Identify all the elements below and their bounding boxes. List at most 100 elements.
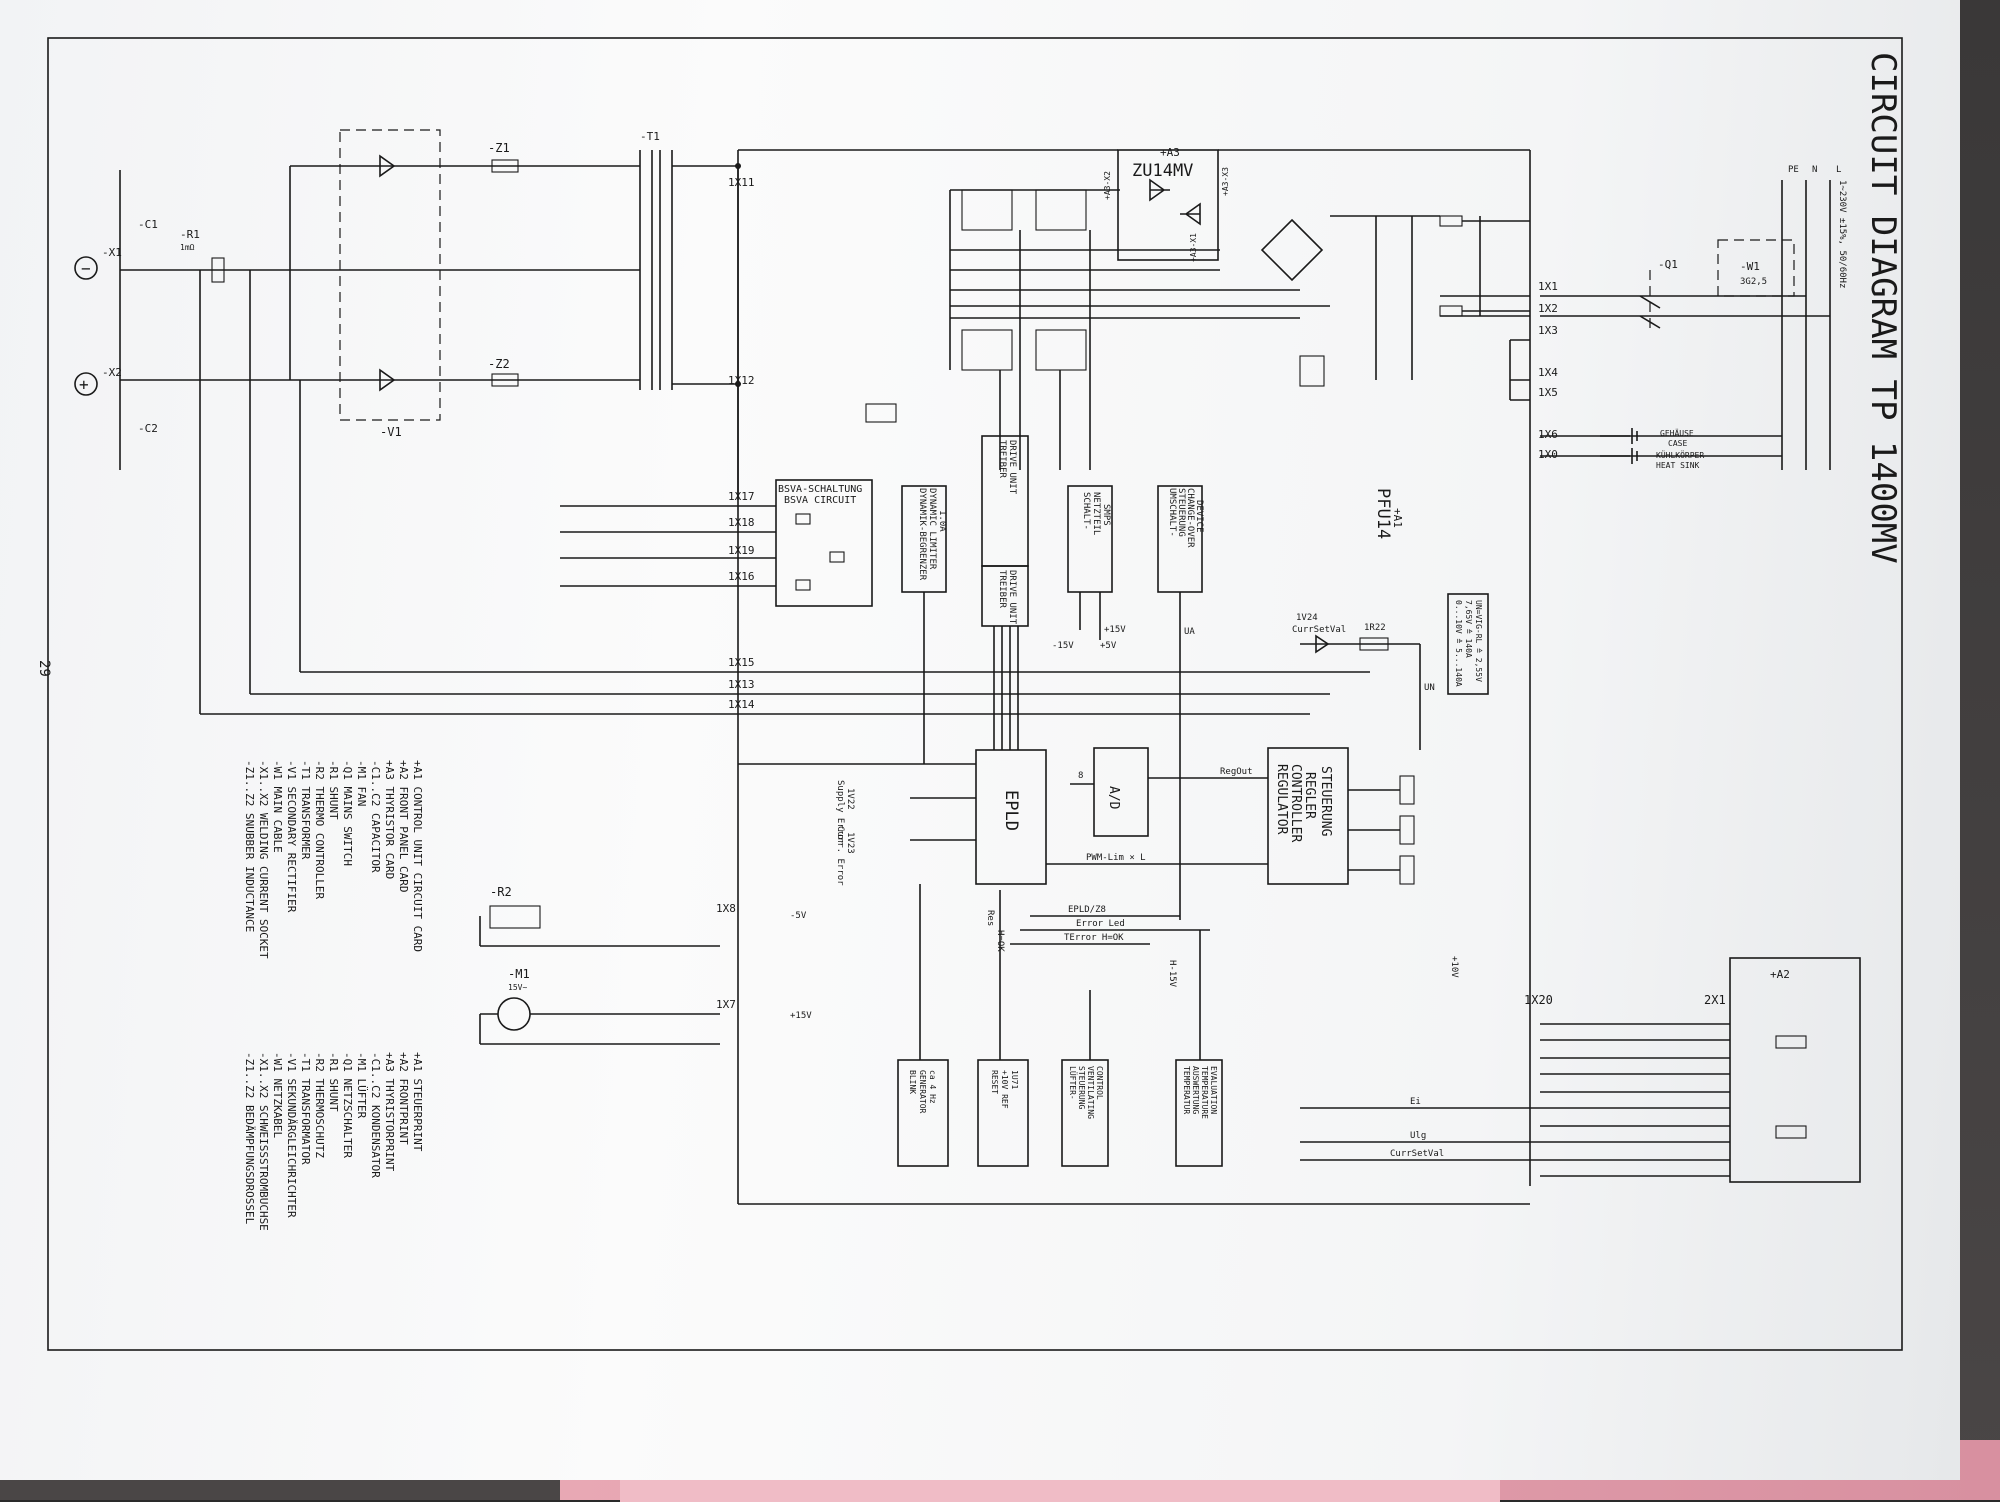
svg-text:VENTILATING: VENTILATING [1086, 1066, 1095, 1119]
epld-block: EPLD 1V22 Supply Error 1V23 Curr. Error [738, 749, 1047, 886]
svg-text:+A1 CONTROL UNIT CIRCUIT CARD: +A1 CONTROL UNIT CIRCUIT CARD [411, 760, 424, 952]
svg-text:REGLER: REGLER [1302, 772, 1317, 819]
svg-text:-V1 SEKUNDÄRGLEICHRICHTER: -V1 SEKUNDÄRGLEICHRICHTER [285, 1052, 298, 1218]
svg-text:1X0: 1X0 [1538, 448, 1558, 461]
svg-text:1X19: 1X19 [728, 544, 755, 557]
shunt-r1: -R1 [180, 228, 200, 241]
svg-text:1X2: 1X2 [1538, 302, 1558, 315]
svg-text:Supply Error: Supply Error [835, 780, 845, 846]
mains-section: L N PE 1~230V ±15%, 50/60Hz -W1 3G2,5 -Q… [1540, 165, 1847, 470]
svg-text:N: N [1812, 165, 1817, 175]
svg-text:BSVA CIRCUIT: BSVA CIRCUIT [784, 495, 856, 506]
svg-text:-C1..C2 KONDENSATOR: -C1..C2 KONDENSATOR [369, 1052, 382, 1178]
svg-text:1V24: 1V24 [1296, 613, 1318, 623]
svg-text:REGULATOR: REGULATOR [1274, 764, 1289, 835]
svg-text:-R2 THERMOSCHUTZ: -R2 THERMOSCHUTZ [313, 1052, 326, 1158]
svg-text:1V22: 1V22 [845, 788, 855, 810]
svg-text:HEAT SINK: HEAT SINK [1656, 461, 1700, 470]
svg-text:CHANGE-OVER: CHANGE-OVER [1185, 488, 1195, 548]
svg-text:PWM-Lim × L: PWM-Lim × L [1086, 853, 1146, 863]
svg-text:ca 4 Hz: ca 4 Hz [928, 1070, 937, 1104]
svg-text:1X4: 1X4 [1538, 366, 1558, 379]
svg-text:+A3 THYRISTORPRINT: +A3 THYRISTORPRINT [383, 1052, 396, 1172]
svg-text:8: 8 [1078, 771, 1083, 781]
svg-text:Curr. Error: Curr. Error [835, 826, 845, 886]
svg-text:+A2 FRONTPRINT: +A2 FRONTPRINT [397, 1052, 410, 1145]
svg-text:BSVA-SCHALTUNG: BSVA-SCHALTUNG [778, 484, 862, 495]
front-panel-a2: +A2 [1770, 968, 1790, 981]
svg-text:DRIVE UNIT: DRIVE UNIT [1007, 570, 1017, 625]
svg-text:EPLD: EPLD [1001, 790, 1021, 831]
svg-text:Ei: Ei [1410, 1097, 1421, 1107]
svg-text:1X7: 1X7 [716, 998, 736, 1011]
svg-text:UMSCHALT-: UMSCHALT- [1167, 488, 1177, 537]
svg-text:DYNAMIK-BEGRENZER: DYNAMIK-BEGRENZER [917, 488, 927, 581]
svg-text:+A3 THYRISTOR CARD: +A3 THYRISTOR CARD [383, 760, 396, 879]
svg-text:1mΩ: 1mΩ [180, 243, 195, 252]
svg-text:-T1: -T1 [640, 130, 660, 143]
svg-text:CurrSetVal: CurrSetVal [1390, 1149, 1444, 1159]
svg-text:UN=VIG-RL ≙ 2,55V: UN=VIG-RL ≙ 2,55V [1474, 600, 1483, 682]
svg-text:STEUERUNG: STEUERUNG [1077, 1066, 1086, 1110]
socket-x2: -X2 [102, 366, 122, 379]
svg-text:UA: UA [1184, 627, 1195, 637]
svg-text:1U71: 1U71 [1010, 1070, 1019, 1089]
svg-text:BLINK: BLINK [908, 1070, 917, 1094]
svg-text:-M1 FAN: -M1 FAN [355, 760, 368, 806]
legend-german: +A1 STEUERPRINT +A2 FRONTPRINT +A3 THYRI… [243, 1052, 424, 1231]
transformer-t1: -T1 [639, 130, 739, 390]
fan-m1: -M1 [508, 967, 530, 981]
bsva-circuit: BSVA-SCHALTUNG BSVA CIRCUIT 1X17 1X18 1X… [560, 479, 873, 607]
svg-text:SCHALT-: SCHALT- [1081, 492, 1091, 530]
inductance-z1: -Z1 [488, 141, 510, 155]
svg-text:AUSWERTUNG: AUSWERTUNG [1191, 1066, 1200, 1114]
svg-text:TREIBER: TREIBER [997, 570, 1007, 609]
svg-text:1X18: 1X18 [728, 516, 755, 529]
svg-text:Ulg: Ulg [1410, 1131, 1426, 1141]
svg-text:-T1 TRANSFORMATOR: -T1 TRANSFORMATOR [299, 1052, 312, 1165]
page-frame [47, 37, 1903, 1351]
inductance-z2: -Z2 [488, 357, 510, 371]
svg-text:-V1 SECONDARY RECTIFIER: -V1 SECONDARY RECTIFIER [285, 760, 298, 913]
svg-text:CASE: CASE [1668, 439, 1687, 448]
svg-text:1V23: 1V23 [845, 832, 855, 854]
svg-text:+A3-X1: +A3-X1 [1189, 233, 1198, 262]
input-rectifier [1260, 215, 1530, 387]
svg-text:1X15: 1X15 [728, 656, 755, 669]
thermo-and-fan: -R2 1X8 -5V -M1 15V~ 1X7 +15V [479, 885, 812, 1045]
svg-text:1.0A: 1.0A [937, 510, 947, 532]
svg-text:-M1 LÜFTER: -M1 LÜFTER [355, 1052, 368, 1119]
page-title: CIRCUIT DIAGRAM TP 1400MV [1863, 52, 1903, 564]
svg-text:-C1..C2 CAPACITOR: -C1..C2 CAPACITOR [369, 760, 382, 873]
svg-text:1R22: 1R22 [1364, 623, 1386, 633]
primary-connectors: 1X11 1X12 [728, 163, 755, 387]
svg-text:DYNAMIC LIMITER: DYNAMIC LIMITER [927, 488, 937, 570]
paper-page [0, 0, 1960, 1480]
change-over-block: UMSCHALT- STEUERUNG CHANGE-OVER DEVICE U… [1157, 485, 1204, 920]
svg-text:+10V REF: +10V REF [1000, 1070, 1009, 1109]
svg-text:NETZTEIL: NETZTEIL [1091, 492, 1101, 535]
svg-text:1X16: 1X16 [728, 570, 755, 583]
svg-text:-R2 THERMO CONTROLLER: -R2 THERMO CONTROLLER [313, 760, 326, 899]
switch-q1: -Q1 [1658, 258, 1678, 271]
svg-text:0...10V ≙ 5...140A: 0...10V ≙ 5...140A [1454, 600, 1463, 687]
front-panel-link: 1X20 2X1 +A2 Ei Ulg CurrSetVal +10V [1300, 956, 1861, 1183]
svg-text:-T1 TRANSFORMER: -T1 TRANSFORMER [299, 760, 312, 860]
svg-text:DRIVE UNIT: DRIVE UNIT [1007, 440, 1017, 495]
svg-text:DEVICE: DEVICE [1194, 500, 1204, 533]
svg-text:L: L [1836, 165, 1841, 175]
ad-block: A/D 8 [1070, 747, 1149, 837]
curr-set-val-divider: 1V24 CurrSetVal 1R22 UN [1292, 613, 1435, 750]
driver-units: TREIBER DRIVE UNIT TREIBER DRIVE UNIT [981, 435, 1029, 750]
svg-text:RegOut: RegOut [1220, 767, 1253, 777]
svg-text:SMPS: SMPS [1101, 504, 1111, 526]
svg-text:1X13: 1X13 [728, 678, 755, 691]
svg-text:1X17: 1X17 [728, 490, 755, 503]
controller-block: STEUERUNG REGLER CONTROLLER REGULATOR Re… [1046, 747, 1415, 885]
svg-text:1X3: 1X3 [1538, 324, 1558, 337]
earth-case-label: GEHÄUSE [1660, 428, 1694, 438]
svg-text:1X20: 1X20 [1524, 993, 1553, 1007]
cable-w1: -W1 [1740, 260, 1760, 273]
legend-english: +A1 CONTROL UNIT CIRCUIT CARD +A2 FRONT … [243, 760, 424, 959]
svg-text:7,65V ≙ 140A: 7,65V ≙ 140A [1464, 600, 1473, 658]
